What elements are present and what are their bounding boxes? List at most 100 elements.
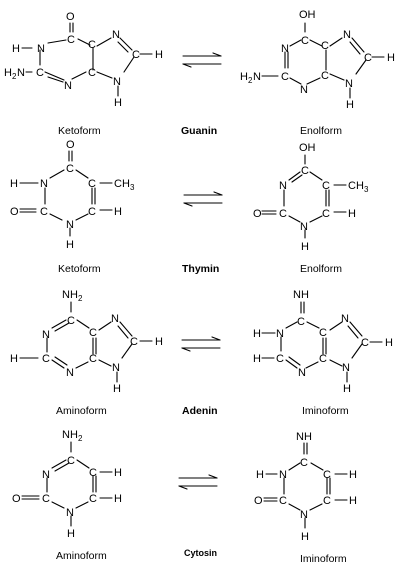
atom-o: O bbox=[66, 11, 75, 23]
svg-text:H: H bbox=[240, 71, 248, 83]
atom-c: C bbox=[89, 353, 97, 365]
svg-text:CH: CH bbox=[348, 180, 364, 192]
atom-c: C bbox=[300, 457, 308, 469]
amino-group: NH 2 bbox=[62, 429, 83, 443]
atom-o: O bbox=[10, 206, 19, 218]
guanin-left-label: Ketoform bbox=[58, 125, 101, 137]
atom-n: N bbox=[112, 29, 120, 41]
atom-c: C bbox=[323, 469, 331, 481]
thymin-left-label: Ketoform bbox=[58, 263, 101, 275]
adenin-amino-structure: NH 2 C N C H N C C N C H N H bbox=[10, 289, 163, 395]
adenin-name: Adenin bbox=[182, 405, 218, 417]
atom-c: C bbox=[67, 34, 75, 46]
cytosin-imino-structure: NH C N H C O N H C H C H bbox=[254, 431, 357, 543]
guanin-keto-structure: O C N H C H 2 N N C C N C H N H bbox=[4, 11, 163, 109]
atom-h: H bbox=[10, 178, 18, 190]
hydroxyl-group: OH bbox=[299, 142, 316, 154]
amino-group: NH 2 bbox=[62, 289, 83, 303]
atom-n: N bbox=[300, 84, 308, 96]
svg-text:N: N bbox=[253, 71, 261, 83]
atom-n: N bbox=[42, 469, 50, 481]
svg-text:2: 2 bbox=[78, 434, 83, 443]
amino-group: H 2 N bbox=[240, 71, 261, 85]
imino-group: NH bbox=[293, 289, 309, 301]
atom-n: N bbox=[112, 362, 120, 374]
adenin-imino-structure: NH C N H C H N C C N C H N H bbox=[253, 289, 393, 395]
atom-o: O bbox=[253, 208, 262, 220]
thymin-enol-structure: OH C N C O N H C CH 3 C H bbox=[253, 142, 369, 253]
atom-n: N bbox=[66, 367, 74, 379]
equilibrium-arrows bbox=[181, 336, 221, 352]
atom-n: N bbox=[298, 367, 306, 379]
atom-c: C bbox=[132, 49, 140, 61]
atom-c: C bbox=[281, 71, 289, 83]
atom-h: H bbox=[12, 43, 20, 55]
atom-h: H bbox=[387, 52, 395, 64]
atom-n: N bbox=[66, 219, 74, 231]
atom-h: H bbox=[114, 467, 122, 479]
atom-h: H bbox=[114, 97, 122, 109]
atom-n: N bbox=[345, 78, 353, 90]
atom-c: C bbox=[67, 455, 75, 467]
atom-h: H bbox=[66, 239, 74, 251]
atom-c: C bbox=[40, 206, 48, 218]
adenin-right-label: Iminoform bbox=[302, 405, 349, 417]
atom-h: H bbox=[348, 208, 356, 220]
atom-n: N bbox=[66, 507, 74, 519]
atom-h: H bbox=[349, 495, 357, 507]
atom-h: H bbox=[346, 99, 354, 111]
atom-n: N bbox=[276, 328, 284, 340]
atom-c: C bbox=[319, 327, 327, 339]
imino-group: NH bbox=[296, 431, 312, 443]
atom-c: C bbox=[321, 70, 329, 82]
equilibrium-arrows bbox=[178, 474, 218, 490]
atom-n: N bbox=[40, 178, 48, 190]
atom-c: C bbox=[323, 495, 331, 507]
atom-o: O bbox=[254, 495, 263, 507]
methyl-group: CH 3 bbox=[348, 180, 369, 194]
atom-c: C bbox=[89, 467, 97, 479]
equilibrium-arrows bbox=[183, 191, 223, 207]
methyl-group: CH 3 bbox=[114, 178, 135, 192]
atom-c: C bbox=[88, 39, 96, 51]
atom-h: H bbox=[256, 469, 264, 481]
atom-c: C bbox=[322, 180, 330, 192]
atom-c: C bbox=[89, 493, 97, 505]
equilibrium-arrows bbox=[182, 52, 222, 68]
atom-n: N bbox=[279, 180, 287, 192]
thymin-name: Thymin bbox=[182, 263, 219, 275]
svg-text:2: 2 bbox=[12, 72, 17, 81]
atom-h: H bbox=[301, 531, 309, 543]
atom-h: H bbox=[114, 206, 122, 218]
atom-o: O bbox=[12, 493, 21, 505]
atom-c: C bbox=[279, 208, 287, 220]
atom-n: N bbox=[279, 469, 287, 481]
cytosin-left-label: Aminoform bbox=[56, 550, 107, 562]
svg-text:NH: NH bbox=[62, 429, 78, 441]
atom-c: C bbox=[42, 353, 50, 365]
cytosin-amino-structure: NH 2 C N C O N H C H C H bbox=[12, 429, 122, 540]
amino-group: H 2 N bbox=[4, 67, 25, 81]
adenin-left-label: Aminoform bbox=[56, 405, 107, 417]
atom-c: C bbox=[301, 165, 309, 177]
atom-c: C bbox=[297, 316, 305, 328]
hydroxyl-group: OH bbox=[299, 9, 316, 21]
guanin-name: Guanin bbox=[181, 125, 217, 137]
thymin-right-label: Enolform bbox=[300, 263, 342, 275]
guanin-enol-structure: OH C N C H 2 N N C C N C H N H bbox=[240, 9, 395, 111]
svg-text:3: 3 bbox=[364, 185, 369, 194]
atom-c: C bbox=[36, 67, 44, 79]
atom-c: C bbox=[279, 495, 287, 507]
atom-c: C bbox=[88, 206, 96, 218]
guanin-right-label: Enolform bbox=[300, 125, 342, 137]
atom-c: C bbox=[321, 40, 329, 52]
atom-h: H bbox=[67, 528, 75, 540]
atom-n: N bbox=[341, 313, 349, 325]
atom-c: C bbox=[42, 493, 50, 505]
atom-n: N bbox=[300, 221, 308, 233]
atom-n: N bbox=[111, 313, 119, 325]
cytosin-right-label: Iminoform bbox=[300, 553, 347, 565]
atom-c: C bbox=[322, 208, 330, 220]
